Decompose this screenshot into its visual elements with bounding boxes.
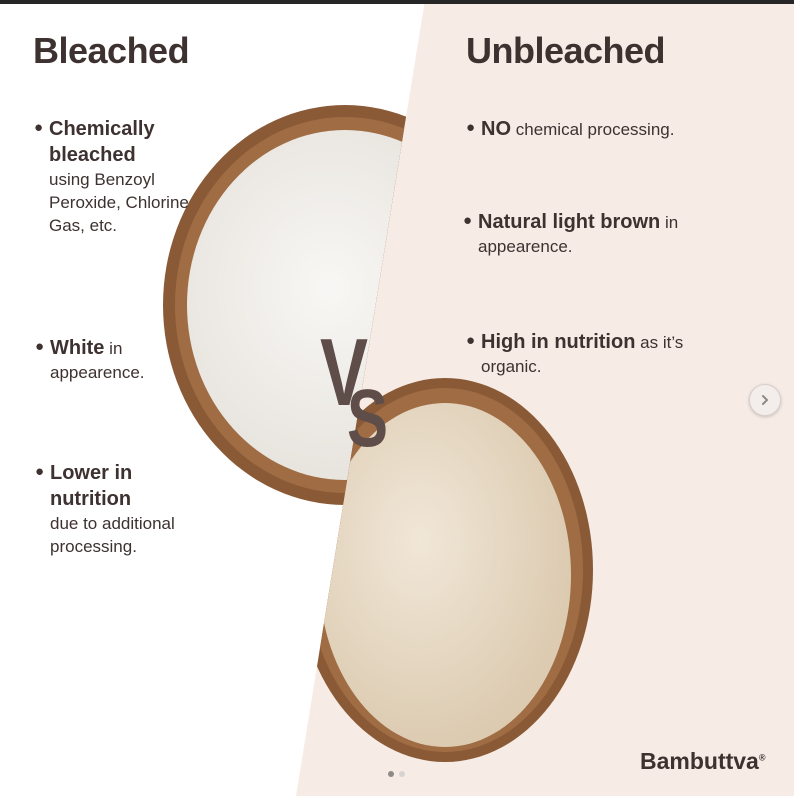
bullet-icon: ● <box>466 332 476 349</box>
point-bold: White <box>50 337 105 359</box>
bleached-point-2: ● White in appearence. <box>35 335 180 384</box>
bullet-icon: ● <box>35 338 45 355</box>
bleached-point-1: ● Chemically bleached using Benzoyl Pero… <box>34 116 199 237</box>
bullet-icon: ● <box>34 119 44 136</box>
bleached-point-3: ● Lower in nutrition due to additional p… <box>35 460 210 558</box>
pagination-dot[interactable] <box>399 771 405 777</box>
point-bold: Lower in nutrition <box>50 462 133 510</box>
point-bold: NO <box>481 118 511 140</box>
unbleached-point-3: ● High in nutrition as it’s organic. <box>466 329 741 378</box>
carousel-next-button[interactable] <box>749 384 781 416</box>
point-text: in appearence. <box>478 213 679 256</box>
brand-name: Bambuttva <box>640 748 759 774</box>
carousel-pagination <box>388 771 405 777</box>
point-text: chemical processing. <box>515 120 675 139</box>
point-bold: High in nutrition <box>481 331 636 353</box>
point-text: as it’s organic. <box>481 333 684 376</box>
brand-logo: Bambuttva® <box>640 748 766 775</box>
top-strip <box>0 0 794 4</box>
bleached-title: Bleached <box>33 30 190 71</box>
pagination-dot-active[interactable] <box>388 771 394 777</box>
point-text: in appearence. <box>50 339 145 382</box>
unbleached-title: Unbleached <box>466 30 666 71</box>
bullet-icon: ● <box>466 119 476 136</box>
registered-mark: ® <box>758 752 766 763</box>
point-text: using Benzoyl Peroxide, Chlorine Gas, et… <box>49 170 189 235</box>
unbleached-point-2: ● Natural light brown in appearence. <box>463 209 738 258</box>
unbleached-point-1: ● NO chemical processing. <box>466 116 741 142</box>
bullet-icon: ● <box>35 463 45 480</box>
point-text: due to additional processing. <box>50 514 175 556</box>
chevron-right-icon <box>762 395 768 405</box>
unbleached-flour-bowl <box>297 378 593 762</box>
point-bold: Chemically bleached <box>49 118 155 166</box>
vs-letter-v: V <box>320 319 369 426</box>
bullet-icon: ● <box>463 212 473 229</box>
vs-letter-s: S <box>347 373 389 464</box>
point-bold: Natural light brown <box>478 211 661 233</box>
